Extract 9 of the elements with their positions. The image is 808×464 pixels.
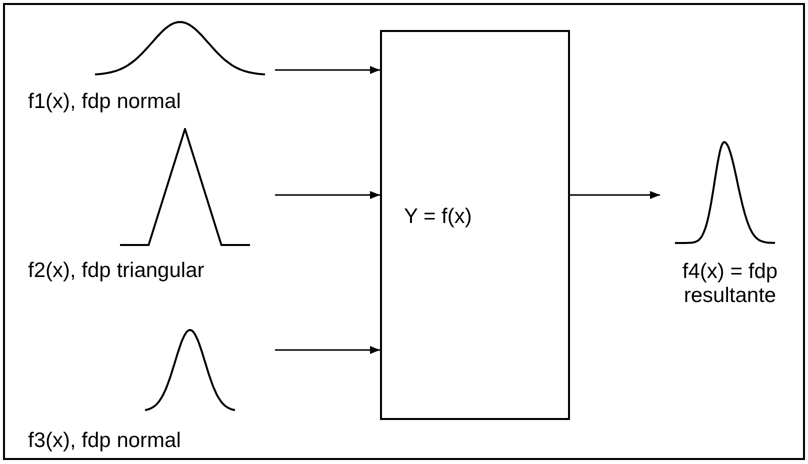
- arrow: [275, 191, 380, 199]
- curve-label: f3(x), fdp normal: [28, 429, 181, 453]
- curve-label: f1(x), fdp normal: [28, 90, 181, 114]
- function-box: Y = f(x): [380, 30, 570, 420]
- arrow: [570, 191, 660, 199]
- arrow: [275, 66, 380, 74]
- curve-label: f4(x) = fdp resultante: [681, 260, 779, 308]
- arrow: [275, 346, 380, 354]
- curve-label: f2(x), fdp triangular: [28, 259, 204, 283]
